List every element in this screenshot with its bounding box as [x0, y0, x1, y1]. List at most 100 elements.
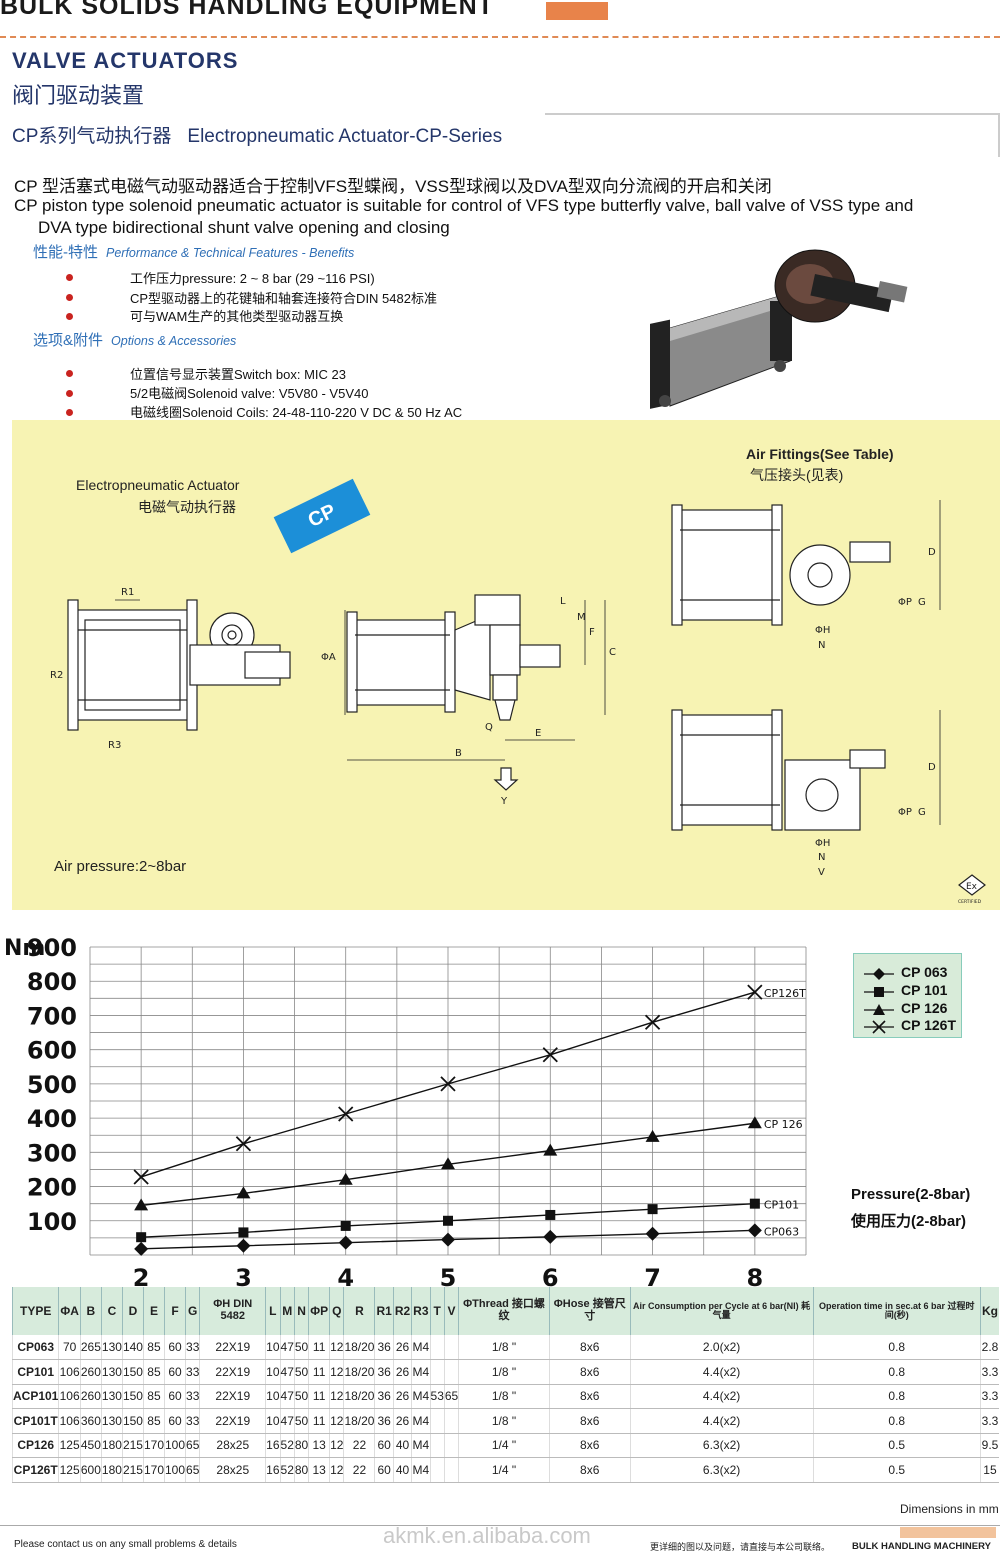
table-cell: 10 — [265, 1335, 281, 1360]
data-point — [236, 1186, 251, 1199]
data-point — [440, 1076, 456, 1092]
table-cell — [443, 1335, 459, 1360]
table-cell: 1/4 " — [458, 1457, 550, 1483]
bullet-icon — [66, 313, 73, 320]
table-cell: 8x6 — [548, 1433, 631, 1458]
table-cell: 6.3(x2) — [629, 1433, 814, 1458]
table-cell: 65 — [185, 1457, 200, 1483]
table-cell: 2.8 — [979, 1335, 999, 1360]
table-cell: 130 — [100, 1384, 123, 1409]
data-point — [338, 1172, 353, 1185]
dim-f: F — [589, 627, 595, 638]
data-point — [747, 984, 763, 1000]
pressure-label-cn: 使用压力(2-8bar) — [851, 1213, 967, 1230]
table-header-cell: B — [79, 1287, 102, 1335]
dim-d: D — [928, 547, 936, 558]
table-header-cell: ΦH DIN 5482 — [199, 1287, 266, 1335]
bullet-icon — [66, 274, 73, 281]
y-tick-label: 600 — [27, 1037, 77, 1065]
table-cell: 8x6 — [548, 1408, 631, 1434]
table-header-cell: TYPE — [11, 1287, 59, 1335]
table-cell: M4 — [411, 1384, 431, 1409]
table-cell: 170 — [142, 1433, 165, 1458]
data-point — [647, 1204, 658, 1215]
end-view-drawing-1: D ΦP G ΦH N — [671, 500, 941, 651]
table-header-cell: Operation time in sec.at 6 bar 过程时间(秒) — [812, 1287, 981, 1335]
series-title-en: Electropneumatic Actuator-CP-Series — [187, 126, 503, 147]
data-point — [645, 1129, 660, 1142]
data-point — [133, 1169, 149, 1185]
section-title-en: VALVE ACTUATORS — [12, 48, 239, 73]
table-cell: 60 — [163, 1335, 186, 1360]
table-cell: CP101T — [11, 1408, 59, 1434]
table-cell: 130 — [100, 1335, 123, 1360]
table-cell: M4 — [411, 1359, 431, 1385]
y-axis-label: Nm — [4, 936, 45, 961]
x-tick-label: 3 — [235, 1264, 252, 1292]
table-header-cell: N — [293, 1287, 309, 1335]
chart-legend: CP 063 CP 101 CP 126 CP 126T — [853, 953, 962, 1038]
table-cell: 10 — [265, 1408, 281, 1434]
table-cell: M4 — [411, 1433, 431, 1458]
series-title-cn: CP系列气动执行器 — [12, 126, 172, 147]
table-cell: 40 — [392, 1457, 412, 1483]
table-cell: 50 — [293, 1359, 309, 1385]
bullet-icon — [66, 294, 73, 301]
legend-entry: CP 126T — [901, 1017, 956, 1033]
data-point — [236, 1238, 251, 1253]
table-cell: 47 — [279, 1359, 295, 1385]
drawing-title-cn: 电磁气动执行器 — [138, 499, 236, 515]
table-cell: 60 — [374, 1457, 394, 1483]
table-cell: 12 — [329, 1408, 344, 1434]
dim-b: B — [455, 748, 462, 759]
table-cell: 260 — [79, 1384, 102, 1409]
data-point — [441, 1232, 455, 1247]
y-tick-label: 100 — [27, 1208, 77, 1236]
table-cell: 60 — [163, 1359, 186, 1385]
table-cell: 130 — [100, 1359, 123, 1385]
table-cell: 85 — [142, 1359, 165, 1385]
table-cell — [443, 1408, 459, 1434]
table-cell — [443, 1359, 459, 1385]
table-cell: CP126 — [11, 1433, 59, 1458]
table-header-cell: D — [121, 1287, 144, 1335]
square-marker-icon — [874, 987, 884, 997]
table-cell: 50 — [293, 1335, 309, 1360]
dim-g: G — [918, 807, 926, 818]
air-fittings-label-cn: 气压接头(见表) — [750, 467, 844, 483]
table-cell: 360 — [79, 1408, 102, 1434]
data-point — [543, 1143, 558, 1156]
performance-item: 可与WAM生产的其他类型驱动器互换 — [130, 309, 344, 324]
description-cn: CP 型活塞式电磁气动驱动器适合于控制VFS型蝶阀，VSS型球阀以及DVA型双向… — [14, 177, 772, 196]
options-heading-cn: 选项&附件 — [33, 332, 104, 349]
table-header-cell: T — [429, 1287, 445, 1335]
table-header-cell: Q — [329, 1287, 344, 1335]
table-cell: 0.8 — [812, 1359, 981, 1385]
footer-cn-text: 更详细的图以及问题，请直接与本公司联络。 — [650, 1542, 831, 1552]
dim-e: E — [535, 728, 541, 739]
table-cell: 53 — [429, 1384, 445, 1409]
y-tick-label: 500 — [27, 1071, 77, 1099]
table-cell: M4 — [411, 1457, 431, 1483]
table-cell: M4 — [411, 1408, 431, 1434]
dim-r3: R3 — [108, 740, 121, 751]
table-cell: 65 — [185, 1433, 200, 1458]
options-item: 5/2电磁阀Solenoid valve: V5V80 - V5V40 — [130, 386, 369, 401]
table-cell: 26 — [392, 1408, 412, 1434]
dim-p: ΦP — [898, 597, 912, 608]
table-cell: 36 — [374, 1359, 394, 1385]
y-tick-label: 900 — [27, 934, 77, 962]
legend-markers — [864, 968, 894, 1034]
y-tick-label: 700 — [27, 1002, 77, 1030]
table-cell: 36 — [374, 1384, 394, 1409]
performance-heading-en: Performance & Technical Features - Benef… — [106, 246, 355, 260]
options-item: 位置信号显示装置Switch box: MIC 23 — [130, 367, 346, 382]
table-cell: 170 — [142, 1457, 165, 1483]
table-cell: 0.5 — [812, 1457, 981, 1483]
x-tick-label: 2 — [133, 1264, 150, 1292]
table-cell: 22X19 — [199, 1335, 266, 1360]
table-header-cell: G — [185, 1287, 200, 1335]
footer-contact-text: Please contact us on any small problems … — [14, 1539, 237, 1550]
table-cell: 85 — [142, 1384, 165, 1409]
